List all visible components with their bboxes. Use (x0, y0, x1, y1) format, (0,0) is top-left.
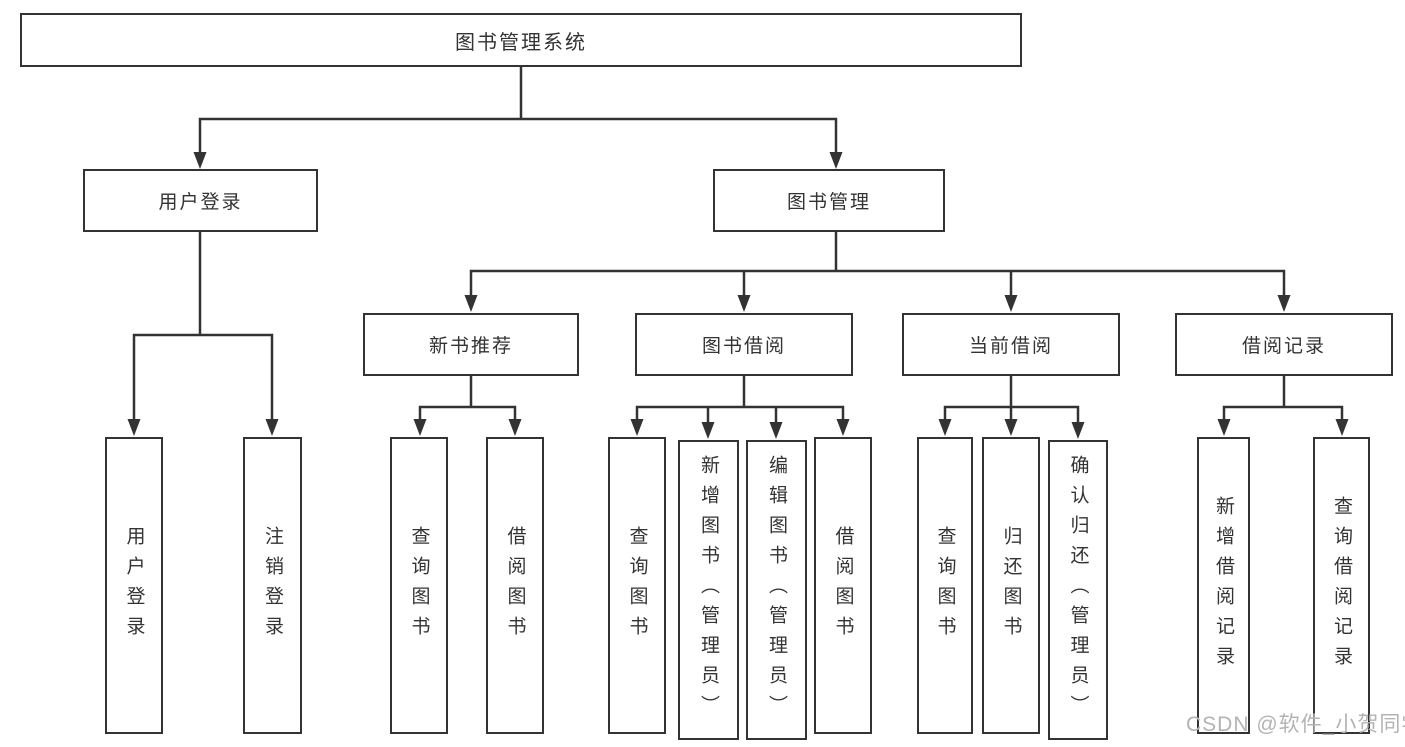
leaf-confirm-return-admin: 确认归还（管理员） (1048, 440, 1108, 740)
branch-line (1222, 405, 1344, 420)
branch-line (469, 269, 1286, 296)
node-label: 确认归还（管理员） (1067, 455, 1089, 725)
leaf-return-books: 归还图书 (982, 437, 1040, 734)
node-label: 新增图书（管理员） (698, 455, 719, 725)
connector-new-book-rec-branch (413, 376, 522, 436)
node-label: 查询图书 (626, 525, 648, 646)
node-new-book-recommend: 新书推荐 (363, 313, 579, 376)
arrowhead (1335, 419, 1349, 436)
arrowhead (1004, 295, 1018, 312)
arrowhead (508, 419, 522, 436)
node-label: 借阅记录 (1241, 336, 1326, 357)
node-label: 当前借阅 (968, 336, 1053, 357)
arrowhead (193, 152, 207, 169)
arrowhead (1217, 419, 1231, 436)
node-label: 借阅图书 (832, 525, 854, 646)
leaf-logout: 注销登录 (243, 437, 302, 734)
node-label: 注销登录 (262, 525, 283, 646)
csdn-watermark: CSDN @软件_小贺同学 (1186, 713, 1405, 736)
node-label: 用户登录 (123, 525, 145, 646)
node-book-borrowing: 图书借阅 (635, 313, 853, 376)
node-label: 查询图书 (408, 525, 430, 646)
leaf-user-login: 用户登录 (105, 437, 163, 734)
arrowhead (464, 295, 478, 312)
branch-line (198, 117, 838, 153)
node-user-login: 用户登录 (83, 169, 318, 232)
arrowhead (701, 422, 715, 439)
branch-line (635, 405, 845, 420)
branch-line (418, 405, 517, 420)
node-label: 图书管理 (786, 192, 871, 213)
connector-book-mgmt-branch (464, 232, 1291, 312)
branch-line (132, 333, 274, 420)
leaf-add-borrow-record: 新增借阅记录 (1197, 437, 1250, 734)
node-label: 新书推荐 (428, 336, 513, 357)
leaf-query-borrow-record: 查询借阅记录 (1313, 437, 1370, 734)
arrowhead (737, 295, 751, 312)
connector-user-login-branch (127, 232, 279, 436)
arrowhead (413, 419, 427, 436)
connector-current-borrow-branch (938, 376, 1085, 439)
node-label: 新增借阅记录 (1213, 495, 1234, 676)
connector-borrow-record-branch (1217, 376, 1349, 436)
node-label: 归还图书 (1000, 525, 1022, 646)
leaf-query-books-borrowing: 查询图书 (608, 437, 666, 734)
node-book-management: 图书管理 (713, 169, 945, 232)
connector-book-borrow-branch (630, 376, 850, 439)
arrowhead (265, 419, 279, 436)
arrowhead (1277, 295, 1291, 312)
leaf-borrow-books-borrowing: 借阅图书 (814, 437, 872, 734)
node-label: 用户登录 (158, 192, 243, 213)
node-label: 查询借阅记录 (1331, 495, 1352, 676)
arrowhead (836, 419, 850, 436)
leaf-borrow-books-recommend: 借阅图书 (486, 437, 544, 734)
arrowhead (938, 419, 952, 436)
leaf-query-books-recommend: 查询图书 (390, 437, 448, 734)
node-current-borrowing: 当前借阅 (902, 313, 1120, 376)
node-root: 图书管理系统 (20, 13, 1022, 67)
leaf-query-books-current: 查询图书 (917, 437, 973, 734)
arrowhead (127, 419, 141, 436)
node-label: 图书借阅 (701, 336, 786, 357)
node-label: 借阅图书 (504, 525, 526, 646)
connector-root-to-level2 (193, 67, 843, 169)
node-label: 查询图书 (934, 525, 956, 646)
node-label: 编辑图书（管理员） (766, 455, 787, 725)
arrowhead (1004, 419, 1018, 436)
arrowhead (769, 422, 783, 439)
leaf-add-books-admin: 新增图书（管理员） (678, 440, 739, 740)
leaf-edit-books-admin: 编辑图书（管理员） (746, 440, 807, 740)
arrowhead (829, 152, 843, 169)
node-borrow-records: 借阅记录 (1175, 313, 1393, 376)
node-label: 图书管理系统 (455, 31, 587, 54)
arrowhead (1071, 422, 1085, 439)
arrowhead (630, 419, 644, 436)
